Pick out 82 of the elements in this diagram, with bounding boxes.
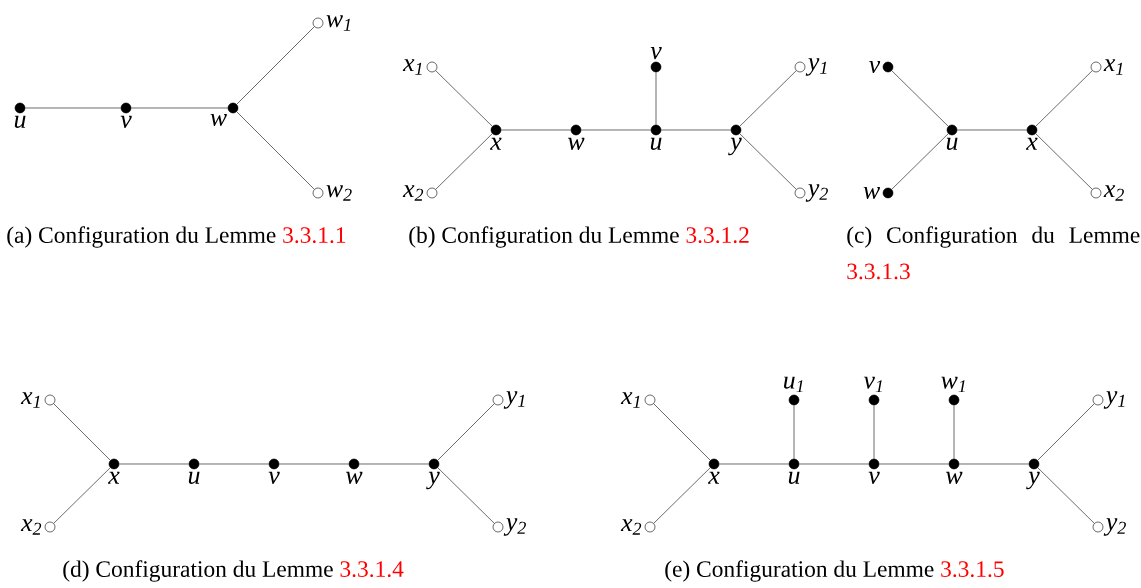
edge-line [236,111,315,190]
edge-line [655,72,657,125]
caption: (d) Configuration du Lemme 3.3.1.4 [63,560,404,582]
vertex-label: x [707,471,720,484]
vertex-label: v [650,47,662,60]
vertex-label: u [946,137,958,150]
edge-line [793,405,795,459]
vertex-label: u [788,471,800,484]
vertex-label: w$_{1}$ [941,376,965,393]
edge-line [131,107,228,109]
edge-line [661,129,731,131]
vertex-label: y$_{1}$ [503,391,525,409]
vertex-label: v [868,471,880,484]
vertex-label: w [346,471,363,484]
vertex-label: u [188,471,200,484]
edge-line [437,403,495,461]
edge-line [891,70,949,127]
vertex-label: w [568,137,585,150]
vertex-label: v [869,60,881,74]
caption: (a) Configuration du Lemme 3.3.1.1 [7,226,346,248]
edge-line [435,133,493,190]
edge-line [957,129,1027,131]
edge-line [25,107,121,109]
vertex-label: u [14,115,26,128]
edge-line [437,467,495,524]
edge-line [1037,467,1095,524]
vertex-label: y$_{2}$ [805,184,828,202]
edge-line [236,26,315,105]
edge-line [959,463,1029,465]
vertex-label: w$_{1}$ [326,15,351,31]
vertex-label: x$_{2}$ [402,185,424,201]
caption: (c) Configuration du Lemme 3.3.1.3 [847,226,1140,280]
vertex-label: y [728,137,742,156]
vertex-label: u$_{1}$ [784,376,803,393]
edge-line [435,70,493,127]
edge-line [279,463,349,465]
vertex-label: x$_{2}$ [20,519,42,535]
vertex-label: x$_{1}$ [620,392,640,408]
edge-line [653,403,711,461]
vertex-label: x [108,471,120,484]
edge-line [1035,133,1093,190]
vertex-label: y$_{1}$ [805,58,827,76]
edge-line [1035,70,1093,127]
edge-line [53,403,111,461]
vertex-label: x$_{2}$ [620,519,642,535]
vertex-label: w [863,186,880,200]
vertex-label: x [490,137,502,150]
edge-line [953,405,955,459]
vertex-label: x$_{1}$ [20,392,40,408]
edge-line [799,463,869,465]
vertex-label: w [946,471,963,484]
edge-line [501,129,571,131]
edge-line [199,463,269,465]
vertex-label: x$_{1}$ [402,59,422,75]
edge-line [891,133,949,190]
vertex-label: v [120,115,132,128]
edge-line [359,463,429,465]
vertex-label: x [1025,137,1038,150]
vertex-label: y$_{2}$ [1103,518,1126,536]
edge-line [1037,403,1095,461]
edge-line [119,463,189,465]
vertex-label: y [1026,471,1040,490]
vertex-label: y$_{2}$ [503,518,526,536]
vertex-label: y$_{1}$ [1103,391,1125,409]
vertex-label: v [268,471,280,484]
caption: (b) Configuration du Lemme 3.3.1.2 [409,226,749,248]
edge-line [581,129,651,131]
edge-line [739,70,797,127]
edge-line [53,467,111,524]
vertex-label: u [650,137,662,150]
caption: (e) Configuration du Lemme 3.3.1.5 [665,560,1004,582]
edge-line [873,405,875,459]
edge-line [719,463,789,465]
vertex-label: x$_{2}$ [1103,185,1124,201]
edge-line [739,133,797,190]
vertex-label: w$_{2}$ [326,185,352,201]
vertex-label: x$_{1}$ [1103,59,1123,75]
edge-line [653,467,711,524]
vertex-label: y [426,471,440,490]
vertex-label: w [210,113,227,127]
edge-line [879,463,949,465]
vertex-label: v$_{1}$ [863,376,882,393]
